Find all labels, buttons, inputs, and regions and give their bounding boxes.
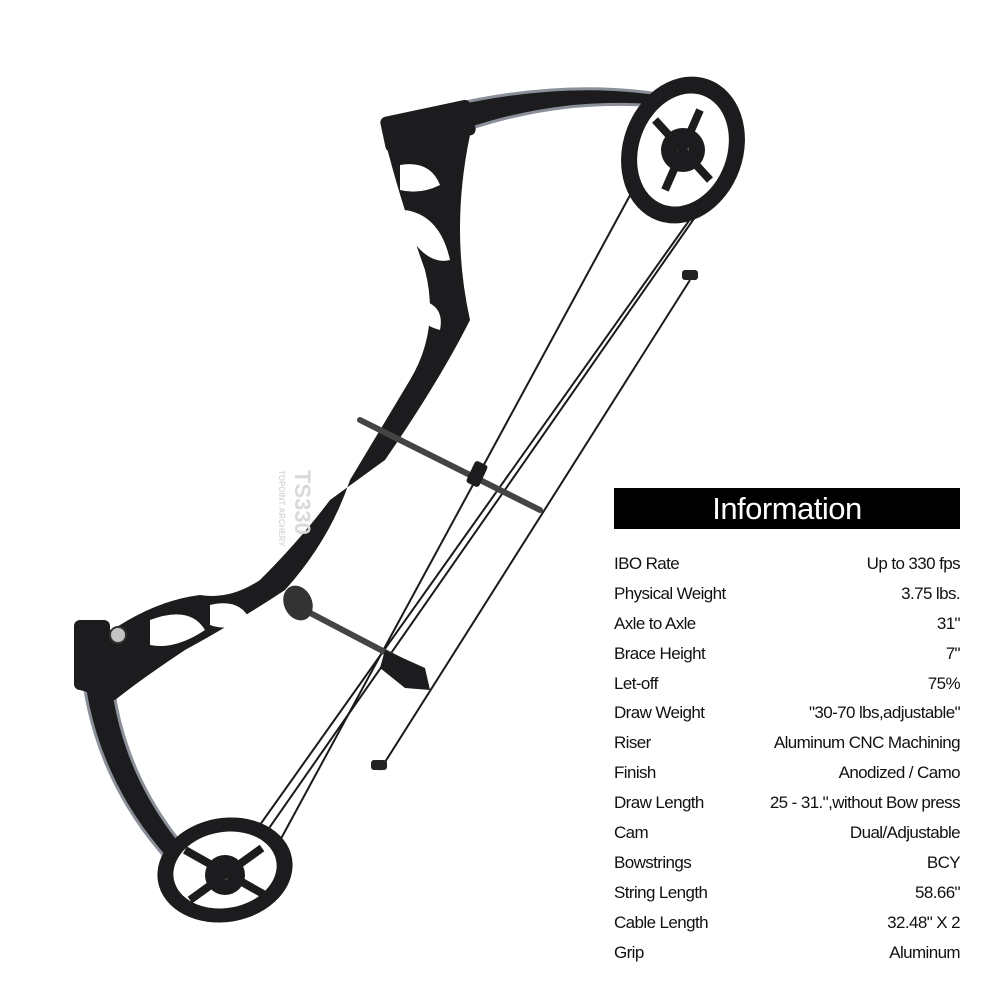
spec-value: Aluminum (889, 942, 960, 962)
spec-label: Finish (614, 763, 656, 783)
spec-label: Cable Length (614, 912, 709, 932)
spec-label: IBO Rate (614, 553, 680, 573)
spec-row-bowstrings: Bowstrings BCY (614, 848, 961, 878)
spec-value: 3.75 lbs. (901, 583, 960, 603)
spec-label: Axle to Axle (614, 613, 696, 633)
spec-label: Draw Length (614, 793, 704, 813)
cable-guard (357, 417, 543, 513)
riser-brand-label: TOPOINT ARCHERY (277, 470, 286, 547)
spec-value: 32.48" X 2 (887, 912, 960, 932)
spec-value: 7" (945, 643, 961, 663)
spec-label: Brace Height (614, 643, 706, 663)
spec-label: Let-off (614, 673, 658, 693)
spec-label: Riser (614, 733, 651, 753)
spec-row-string-length: String Length 58.66" (614, 878, 961, 908)
spec-label: Grip (614, 942, 644, 962)
spec-value: 25 - 31.",without Bow press (769, 793, 961, 813)
spec-row-draw-weight: Draw Weight "30-70 lbs,adjustable" (614, 698, 961, 728)
spec-value: 75% (927, 673, 961, 693)
spec-label: Cam (614, 822, 649, 842)
spec-row-let-off: Let-off 75% (614, 669, 961, 699)
upper-cam (621, 76, 745, 224)
spec-row-cam: Cam Dual/Adjustable (614, 818, 961, 848)
spec-row-brace-height: Brace Height 7" (614, 639, 961, 669)
spec-row-finish: Finish Anodized / Camo (614, 758, 961, 788)
riser-cutouts (150, 164, 450, 646)
spec-label: String Length (614, 882, 708, 902)
spec-row-grip: Grip Aluminum (614, 938, 961, 968)
string-silencer-lower (371, 760, 387, 770)
spec-row-ibo-rate: IBO Rate Up to 330 fps (614, 549, 961, 579)
riser-model-label: TS330 (290, 470, 315, 535)
spec-row-riser: Riser Aluminum CNC Machining (614, 728, 961, 758)
spec-row-draw-length: Draw Length 25 - 31.",without Bow press (614, 788, 961, 818)
spec-list: IBO Rate Up to 330 fps Physical Weight 3… (614, 549, 961, 968)
spec-value: BCY (926, 852, 961, 872)
spec-row-physical-weight: Physical Weight 3.75 lbs. (614, 579, 961, 609)
spec-value: Dual/Adjustable (849, 822, 961, 842)
spec-row-cable-length: Cable Length 32.48" X 2 (614, 908, 961, 938)
spec-row-axle-to-axle: Axle to Axle 31" (614, 609, 961, 639)
spec-value: Up to 330 fps (866, 553, 961, 573)
spec-label: Draw Weight (614, 703, 705, 723)
specifications-panel: Information IBO Rate Up to 330 fps Physi… (614, 488, 961, 968)
bow-strings (204, 139, 726, 921)
spec-value: Anodized / Camo (838, 763, 961, 783)
spec-value: "30-70 lbs,adjustable" (808, 703, 961, 723)
stabilizer (283, 585, 430, 690)
spec-value: 58.66" (915, 882, 961, 902)
spec-label: Bowstrings (614, 852, 692, 872)
string-silencer-upper (682, 270, 698, 280)
spec-label: Physical Weight (614, 583, 726, 603)
riser-branding: TS330 TOPOINT ARCHERY (277, 470, 315, 547)
information-header: Information (614, 488, 960, 529)
spec-value: Aluminum CNC Machining (773, 733, 961, 753)
lower-cam (157, 817, 293, 923)
spec-value: 31" (936, 613, 961, 633)
lower-limb-pocket (74, 620, 127, 690)
